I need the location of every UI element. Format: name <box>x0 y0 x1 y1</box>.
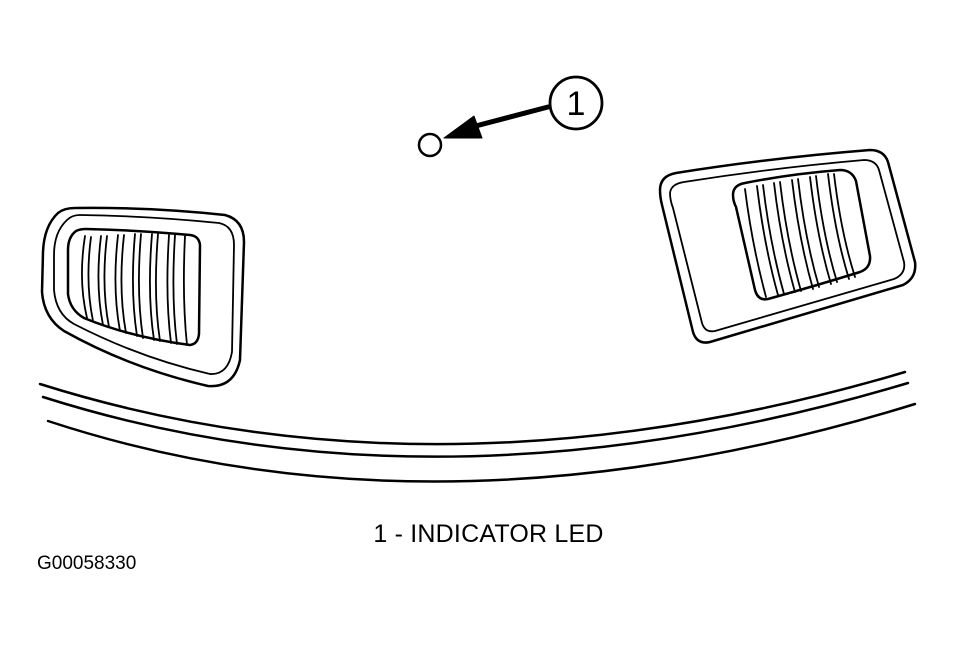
right-vent-louvers <box>744 173 856 298</box>
left-vent-louvers <box>81 233 188 346</box>
indicator-led <box>417 132 443 158</box>
dashboard-edge <box>38 370 917 483</box>
callout-number: 1 <box>567 85 586 123</box>
callout-marker <box>548 75 604 131</box>
figure-id: G00058330 <box>37 553 137 574</box>
figure-caption: 1 - INDICATOR LED <box>373 520 604 548</box>
right-air-vent <box>658 148 917 344</box>
left-air-vent <box>40 206 246 388</box>
callout-arrow <box>443 104 551 139</box>
